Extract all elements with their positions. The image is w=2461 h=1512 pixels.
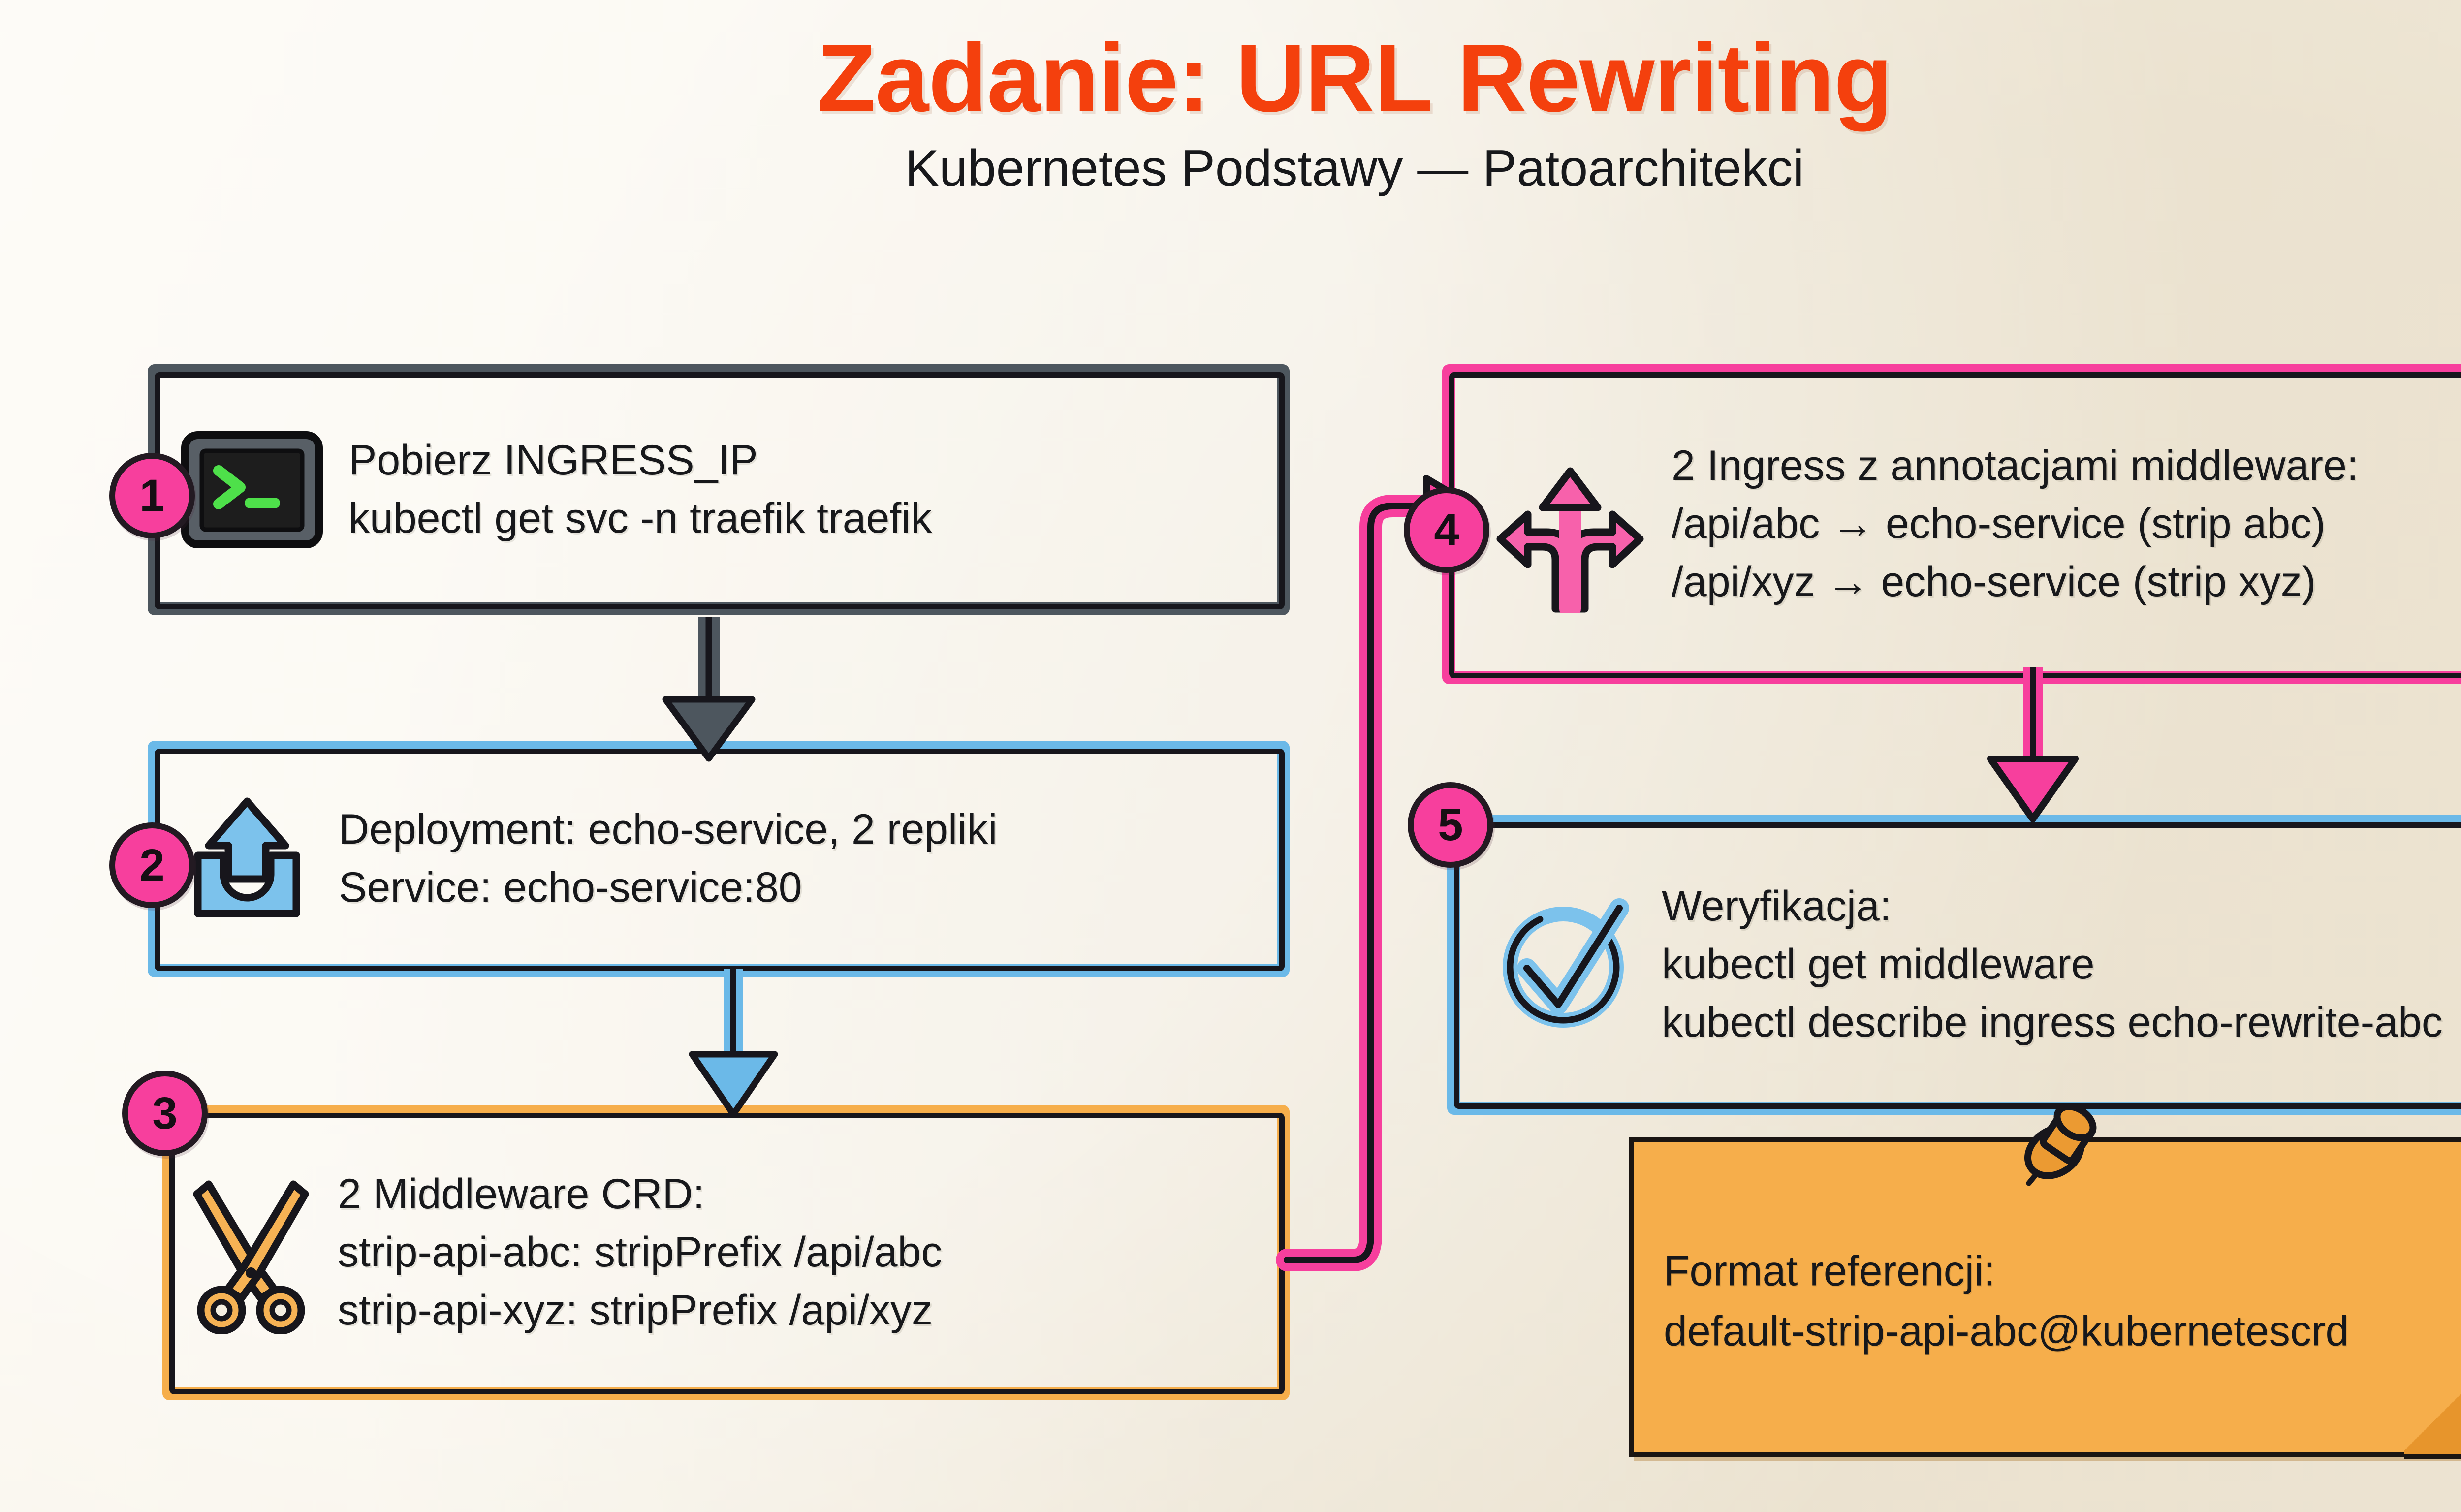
step-3-text: 2 Middleware CRD: strip-api-abc: stripPr…: [338, 1167, 942, 1338]
check-circle-icon: [1496, 893, 1634, 1036]
deploy-upload-icon: [178, 792, 316, 925]
page-subtitle: Kubernetes Podstawy — Patoarchitekci: [905, 139, 1804, 197]
step-line: kubectl get middleware: [1662, 941, 2095, 988]
step-line: Weryfikacja:: [1662, 882, 1892, 930]
arrow-step3-to-step4: [1276, 475, 1476, 1271]
routing-split-arrow-icon: [1496, 436, 1644, 613]
scissors-icon: [187, 1171, 315, 1334]
step-card-2[interactable]: Deployment: echo-service, 2 repliki Serv…: [109, 741, 1290, 977]
step-line: strip-api-xyz: stripPrefix /api/xyz: [338, 1286, 933, 1334]
step-1-text: Pobierz INGRESS_IP kubectl get svc -n tr…: [348, 433, 932, 546]
step-badge-4: 4: [1404, 487, 1489, 573]
step-line: kubectl get svc -n traefik traefik: [348, 495, 932, 542]
page-title: Zadanie: URL Rewriting: [817, 24, 1893, 132]
note-folded-corner: [2404, 1380, 2461, 1459]
step-line: Deployment: echo-service, 2 repliki: [339, 806, 998, 853]
step-4-text: 2 Ingress z annotacjami middleware: /api…: [1672, 439, 2359, 609]
note-line: default-strip-api-abc@kubernetescrd: [1664, 1307, 2349, 1355]
pushpin-icon: [2003, 1092, 2107, 1197]
step-line: 2 Ingress z annotacjami middleware:: [1672, 442, 2359, 490]
arrow-step1-to-step2: [662, 617, 756, 762]
sticky-note-text: Format referencji: default-strip-api-abc…: [1664, 1244, 2349, 1359]
step-line: /api/abc → echo-service (strip abc): [1672, 500, 2326, 548]
step-card-1[interactable]: Pobierz INGRESS_IP kubectl get svc -n tr…: [109, 364, 1290, 615]
header: Zadanie: URL Rewriting Kubernetes Podsta…: [0, 27, 2461, 196]
step-badge-1: 1: [109, 453, 195, 538]
step-line: strip-api-abc: stripPrefix /api/abc: [338, 1228, 943, 1276]
step-badge-2: 2: [109, 822, 195, 908]
step-badge-5: 5: [1408, 782, 1493, 868]
step-5-text: Weryfikacja: kubectl get middleware kube…: [1662, 879, 2443, 1050]
step-card-4[interactable]: 2 Ingress z annotacjami middleware: /api…: [1404, 364, 2461, 684]
reference-format-sticky-note[interactable]: Format referencji: default-strip-api-abc…: [1629, 1103, 2461, 1459]
step-line: Pobierz INGRESS_IP: [348, 437, 758, 484]
step-line: Service: echo-service:80: [339, 864, 802, 911]
step-2-text: Deployment: echo-service, 2 repliki Serv…: [339, 802, 997, 915]
arrow-step2-to-step3: [689, 969, 778, 1118]
step-line: 2 Middleware CRD:: [338, 1170, 705, 1218]
step-card-5[interactable]: Weryfikacja: kubectl get middleware kube…: [1408, 782, 2461, 1115]
note-line: Format referencji:: [1664, 1247, 1995, 1295]
terminal-icon: [178, 428, 326, 551]
step-line: /api/xyz → echo-service (strip xyz): [1672, 558, 2316, 605]
arrow-step4-to-step5: [1987, 667, 2079, 822]
step-line: kubectl describe ingress echo-rewrite-ab…: [1662, 998, 2443, 1046]
step-card-3[interactable]: 2 Middleware CRD: strip-api-abc: stripPr…: [122, 1071, 1290, 1400]
step-badge-3: 3: [122, 1071, 208, 1156]
